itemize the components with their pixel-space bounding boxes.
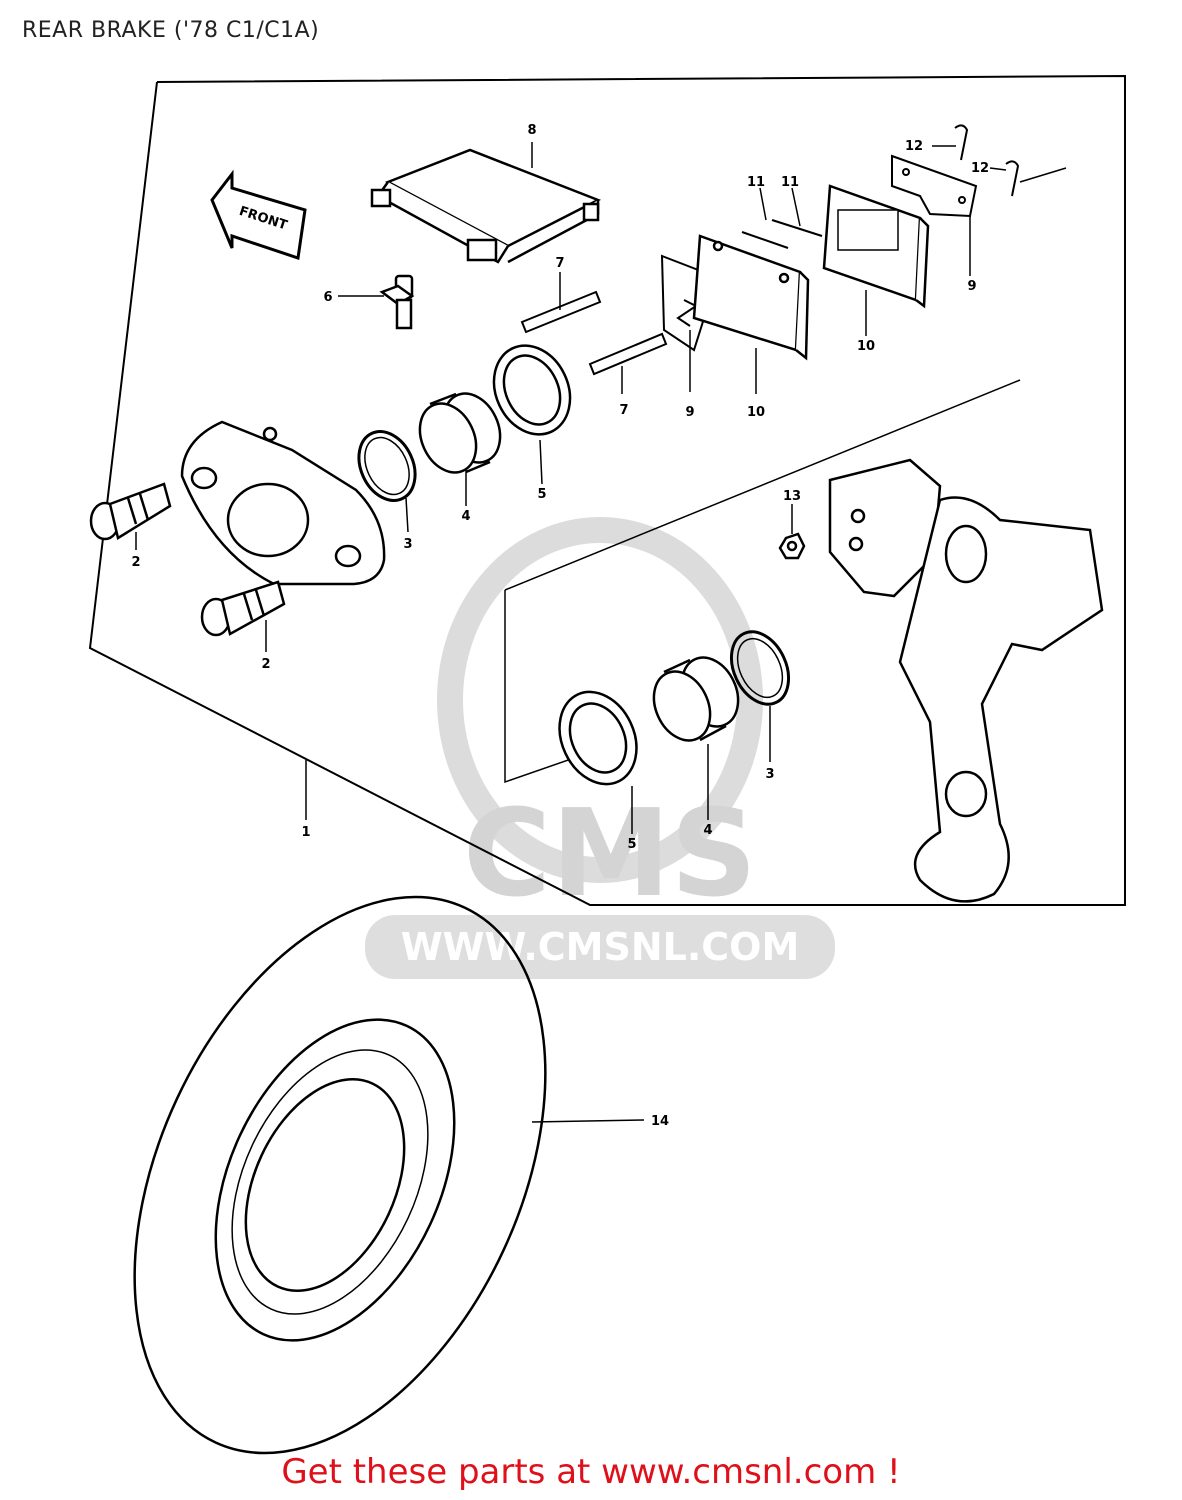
callout-9a: 9 (685, 405, 694, 420)
part-14-brake-disc (133, 895, 547, 1455)
callout-2b: 2 (261, 657, 270, 672)
part-4-piston-lower (652, 656, 740, 742)
callout-7b: 7 (619, 403, 628, 418)
caliper-body (180, 420, 386, 586)
part-8-pad-spring (370, 148, 602, 264)
callout-13: 13 (783, 489, 801, 504)
callout-3b: 3 (765, 767, 774, 782)
part-5-dust-seal-upper (492, 344, 572, 436)
callout-11b: 11 (781, 175, 799, 190)
callout-11a: 11 (747, 175, 765, 190)
part-11-clips (741, 219, 823, 249)
callout-2a: 2 (131, 555, 140, 570)
callout-5a: 5 (537, 487, 546, 502)
part-5-dust-seal-lower (558, 690, 638, 786)
part-3-seal-ring-lower (729, 630, 791, 706)
callout-1: 1 (301, 825, 310, 840)
callout-3a: 3 (403, 537, 412, 552)
callout-5b: 5 (627, 837, 636, 852)
part-4-piston-upper (418, 392, 502, 474)
part-10-pad (692, 234, 810, 361)
callout-6: 6 (323, 290, 332, 305)
callout-9b: 9 (967, 279, 976, 294)
part-12-cotter-pins (954, 124, 1020, 197)
callout-10b: 10 (857, 339, 875, 354)
callout-14: 14 (651, 1114, 669, 1129)
part-2-bolt-upper (89, 482, 172, 541)
caliper-bracket (828, 458, 1104, 903)
page-title: REAR BRAKE ('78 C1/C1A) (22, 18, 320, 43)
part-2-bolt-lower (200, 580, 286, 637)
part-9-shim-right (891, 154, 978, 218)
callout-10a: 10 (747, 405, 765, 420)
footer-link-text[interactable]: Get these parts at www.cmsnl.com ! (281, 1452, 901, 1492)
callout-12a: 12 (905, 139, 923, 154)
callout-4b: 4 (703, 823, 712, 838)
part-13-nut (778, 532, 806, 560)
part-7-pins (520, 290, 668, 376)
part-10-pad-right (822, 184, 930, 309)
callout-12b: 12 (971, 161, 989, 176)
front-arrow-icon: FRONT (210, 169, 307, 260)
watermark-url: WWW.CMSNL.COM (401, 925, 800, 969)
watermark: CMS WWW.CMSNL.COM (365, 517, 835, 979)
leader-lines (135, 142, 1067, 1123)
callout-4a: 4 (461, 509, 470, 524)
callout-8: 8 (527, 123, 536, 138)
watermark-brand: CMS (463, 785, 757, 924)
part-6-bleed-valve (379, 274, 415, 330)
callout-7a: 7 (555, 256, 564, 271)
part-3-seal-ring-upper (357, 430, 417, 502)
callout-numbers: 8 6 7 7 9 10 10 9 11 11 12 12 3 4 5 2 2 … (131, 123, 989, 1129)
